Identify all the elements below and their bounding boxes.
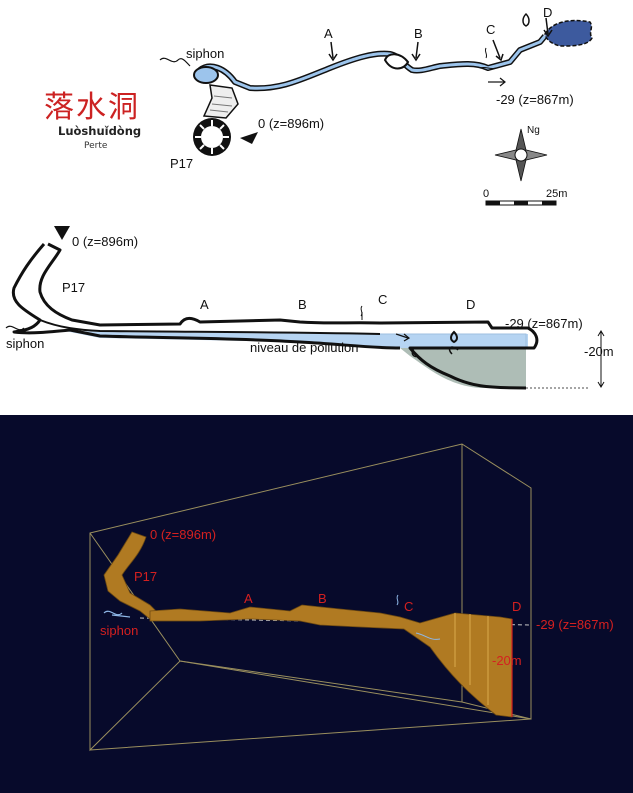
plan-siphon-pool xyxy=(193,66,219,84)
profile-label-c: C xyxy=(378,292,387,307)
north-arrow-icon xyxy=(494,128,548,182)
model-label-c: C xyxy=(404,599,413,614)
plan-label-siphon: siphon xyxy=(186,46,224,61)
profile-label-b: B xyxy=(298,297,307,312)
plan-label-c: C xyxy=(486,22,495,37)
profile-label-pit: P17 xyxy=(62,280,85,295)
model-label-depth: -20m xyxy=(492,653,522,668)
plan-arrow-c xyxy=(492,39,501,59)
plan-label-d: D xyxy=(543,5,552,20)
profile-label-pollution: niveau de pollution xyxy=(250,340,358,355)
plan-arrow-d xyxy=(545,17,549,35)
model-label-d: D xyxy=(512,599,521,614)
plan-label-pit: P17 xyxy=(170,156,193,171)
cave-type-label: Perte xyxy=(84,141,108,151)
profile-label-siphon: siphon xyxy=(6,336,44,351)
model-svg: 0 (z=896m) P17 siphon A B C D -29 (z=867… xyxy=(89,443,614,752)
model-3d-view: 0 (z=896m) P17 siphon A B C D -29 (z=867… xyxy=(0,415,633,793)
model-label-pit: P17 xyxy=(134,569,157,584)
plan-arrow-a xyxy=(330,41,334,59)
plan-passage-water xyxy=(199,35,547,90)
profile-entrance-arrow xyxy=(54,226,70,240)
plan-svg: siphon A B C D 0 (z=896m) P17 -29 (z=867… xyxy=(159,5,593,206)
model-pit-shaft xyxy=(103,531,161,620)
profile-svg: 0 (z=896m) P17 siphon A B C D -29 (z=867… xyxy=(5,226,614,390)
model-label-entrance: 0 (z=896m) xyxy=(150,527,216,542)
bounding-box xyxy=(89,443,532,752)
scale-bar xyxy=(485,200,557,206)
profile-pollution-zone xyxy=(400,348,526,388)
plan-arrow-b xyxy=(415,41,419,59)
profile-cave-outline xyxy=(38,242,539,390)
model-label-siphon: siphon xyxy=(100,623,138,638)
model-passage xyxy=(149,604,513,718)
model-label-a: A xyxy=(244,591,253,606)
profile-label-bottom: -29 (z=867m) xyxy=(505,316,583,331)
profile-label-d: D xyxy=(466,297,475,312)
plan-entrance-arrow xyxy=(240,132,258,144)
plan-passage-outline xyxy=(198,34,548,92)
profile-cave-floor xyxy=(11,243,401,350)
plan-area-d xyxy=(544,19,593,47)
cave-name-pinyin: Luòshuǐdòng xyxy=(58,124,142,138)
profile-label-depth: -20m xyxy=(584,344,614,359)
plan-label-b: B xyxy=(414,26,423,41)
cave-name-chinese: 落水洞 xyxy=(44,90,140,125)
plan-label-bottom: -29 (z=867m) xyxy=(496,92,574,107)
north-label: Ng xyxy=(527,125,540,136)
profile-label-entrance: 0 (z=896m) xyxy=(72,234,138,249)
profile-label-a: A xyxy=(200,297,209,312)
profile-view: 0 (z=896m) P17 siphon A B C D -29 (z=867… xyxy=(0,210,633,415)
model-label-bottom: -29 (z=867m) xyxy=(536,617,614,632)
plan-view: 落水洞 Luòshuǐdòng Perte xyxy=(0,0,633,210)
scale-label-end: 25m xyxy=(546,188,567,200)
plan-ramp xyxy=(202,84,239,119)
plan-label-entrance: 0 (z=896m) xyxy=(258,116,324,131)
model-label-b: B xyxy=(318,591,327,606)
plan-chamber-b xyxy=(383,53,410,70)
plan-label-a: A xyxy=(324,26,333,41)
scale-label-start: 0 xyxy=(483,188,489,200)
